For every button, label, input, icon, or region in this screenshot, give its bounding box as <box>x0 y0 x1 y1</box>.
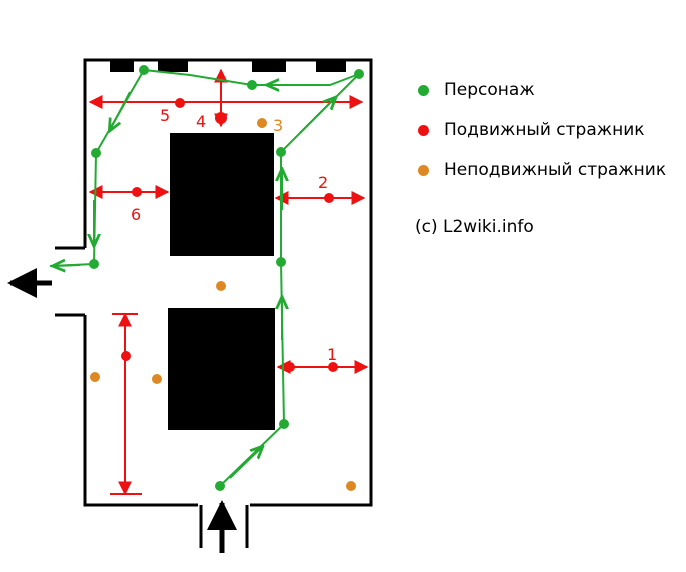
label-2: 2 <box>318 173 328 192</box>
legend-label: Неподвижный стражник <box>444 160 667 180</box>
character-waypoints <box>89 65 364 491</box>
static-guard <box>346 481 356 491</box>
moving-guard-5 <box>175 98 185 108</box>
legend: Персонаж Подвижный стражник Неподвижный … <box>418 70 666 190</box>
legend-item-static-guard: Неподвижный стражник <box>418 150 666 190</box>
wall-left-bottom <box>83 315 198 507</box>
legend-label: Персонаж <box>444 80 535 100</box>
static-guards <box>90 118 356 491</box>
static-guard-dot-icon <box>418 164 429 176</box>
moving-guard-2 <box>324 193 334 203</box>
path-arrow <box>299 98 335 134</box>
character-point <box>89 259 99 269</box>
character-point <box>247 80 257 90</box>
wall-block <box>252 60 286 72</box>
moving-guard-vertical <box>121 351 131 361</box>
character-point <box>215 481 225 491</box>
label-6: 6 <box>131 205 141 224</box>
path-arrow <box>110 91 131 130</box>
moving-guard-6 <box>132 187 142 197</box>
label-1: 1 <box>327 345 337 364</box>
static-guard <box>152 374 162 384</box>
copyright-text: (c) L2wiki.info <box>415 217 534 237</box>
moving-guard-4 <box>215 112 227 124</box>
static-guard-3 <box>257 118 267 128</box>
wall-block <box>316 60 346 72</box>
moving-guard-1 <box>328 362 338 372</box>
obstacle-lower <box>168 308 275 430</box>
wall-right-top <box>83 58 373 507</box>
obstacle-upper <box>170 133 274 256</box>
legend-item-moving-guard: Подвижный стражник <box>418 110 666 150</box>
static-guard <box>216 281 226 291</box>
wall-block <box>110 60 134 72</box>
legend-item-character: Персонаж <box>418 70 666 110</box>
character-dot-icon <box>418 84 429 96</box>
moving-guard-1b <box>285 362 295 372</box>
moving-guard-dot-icon <box>418 124 429 136</box>
character-point <box>276 257 286 267</box>
character-point <box>91 148 101 158</box>
legend-label: Подвижный стражник <box>444 120 645 140</box>
path-arrow <box>54 265 81 266</box>
room-walls <box>55 58 373 548</box>
label-3: 3 <box>273 116 283 135</box>
character-point <box>139 65 149 75</box>
label-5: 5 <box>160 106 170 125</box>
top-wall-blocks <box>110 60 346 72</box>
static-guard <box>90 372 100 382</box>
wall-block <box>158 60 188 72</box>
character-point <box>354 69 364 79</box>
moving-guards <box>121 98 338 372</box>
label-4: 4 <box>196 112 206 131</box>
character-point <box>279 419 289 429</box>
path-arrow <box>229 447 262 479</box>
character-point <box>276 147 286 157</box>
